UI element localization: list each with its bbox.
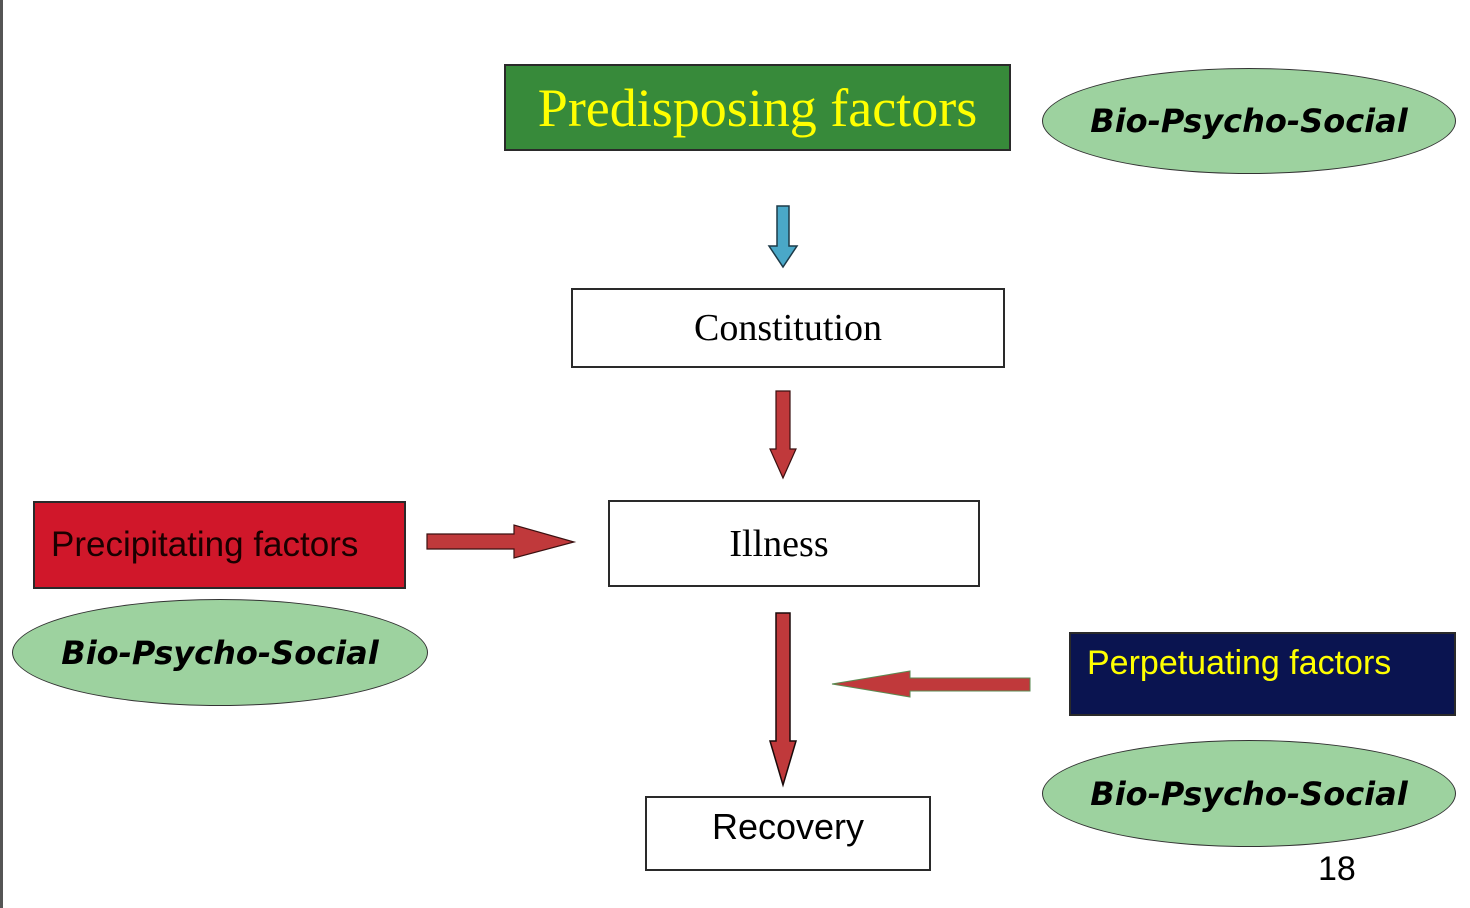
- bio-psycho-social-label: Bio-Psycho-Social: [61, 633, 379, 672]
- predisposing-factors-label: Predisposing factors: [537, 77, 978, 138]
- perpetuating-factors-box: Perpetuating factors: [1069, 632, 1456, 716]
- arrow-illness-to-recovery: [768, 612, 798, 788]
- arrow-predisposing-to-constitution: [767, 205, 799, 269]
- bio-psycho-social-label: Bio-Psycho-Social: [1090, 774, 1408, 813]
- precipitating-factors-box: Precipitating factors: [33, 501, 406, 589]
- bio-psycho-social-ellipse-precipitating: Bio-Psycho-Social: [12, 599, 428, 706]
- illness-label: Illness: [729, 522, 829, 565]
- recovery-box: Recovery: [645, 796, 931, 871]
- page-number: 18: [1318, 850, 1356, 888]
- predisposing-factors-box: Predisposing factors: [504, 64, 1011, 151]
- arrow-constitution-to-illness: [769, 390, 797, 480]
- constitution-label: Constitution: [694, 307, 882, 349]
- perpetuating-factors-label: Perpetuating factors: [1087, 644, 1392, 682]
- constitution-box: Constitution: [571, 288, 1005, 368]
- illness-box: Illness: [608, 500, 980, 587]
- recovery-label: Recovery: [711, 805, 865, 847]
- precipitating-factors-label: Precipitating factors: [51, 525, 359, 564]
- slide-left-border: [0, 0, 3, 908]
- bio-psycho-social-ellipse-predisposing: Bio-Psycho-Social: [1042, 68, 1456, 174]
- bio-psycho-social-label: Bio-Psycho-Social: [1090, 102, 1408, 140]
- bio-psycho-social-ellipse-perpetuating: Bio-Psycho-Social: [1042, 740, 1456, 847]
- arrow-perpetuating-to-illness: [831, 670, 1031, 698]
- arrow-precipitating-to-illness: [426, 524, 577, 559]
